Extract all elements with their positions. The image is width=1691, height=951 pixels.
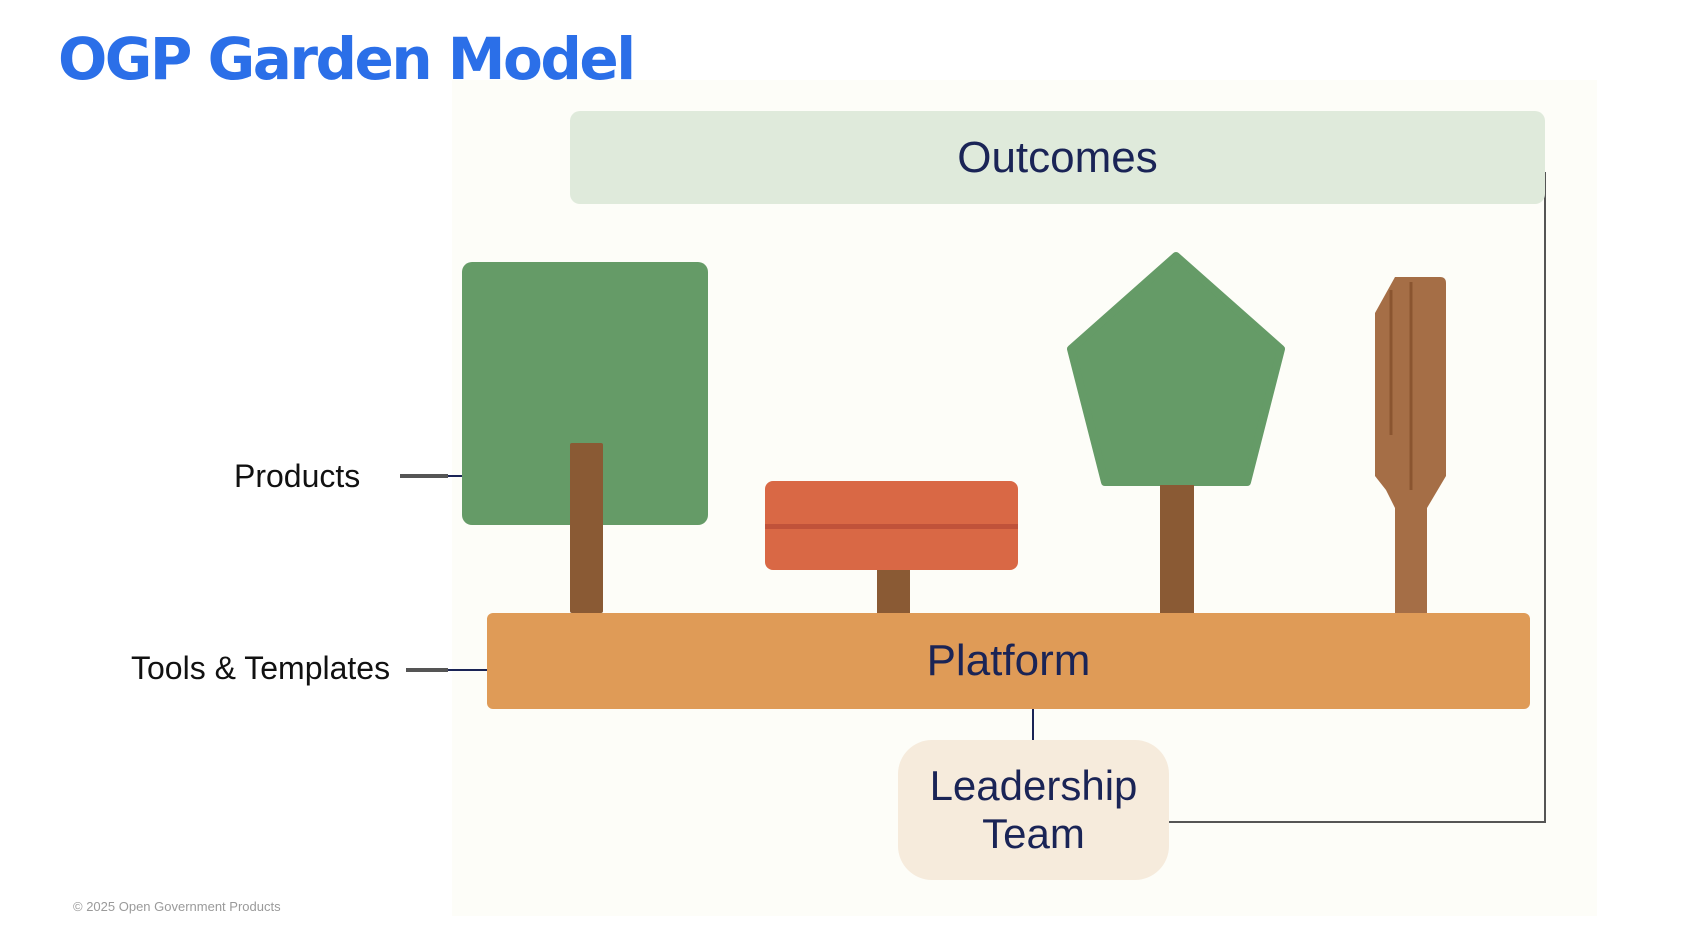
signboard-stripe [765,524,1018,529]
page-title: OGP Garden Model [58,25,636,93]
leadership-label-line1: Leadership [929,762,1138,809]
square-tree-trunk [570,443,603,613]
leadership-label-line2: Team [982,810,1085,857]
leadership-team-box: Leadership Team [898,740,1169,880]
outcomes-leadership-connector [1169,172,1546,823]
tools-templates-label: Tools & Templates [131,650,391,686]
square-tree-canopy [462,262,708,525]
platform-box: Platform [487,613,1530,709]
products-label: Products [234,458,361,494]
pentagon-tree-canopy [1067,252,1285,486]
outcomes-box: Outcomes [570,111,1545,204]
copyright-footer: © 2025 Open Government Products [73,899,281,914]
signboard-post [877,570,910,613]
pentagon-tree-trunk [1160,485,1194,613]
